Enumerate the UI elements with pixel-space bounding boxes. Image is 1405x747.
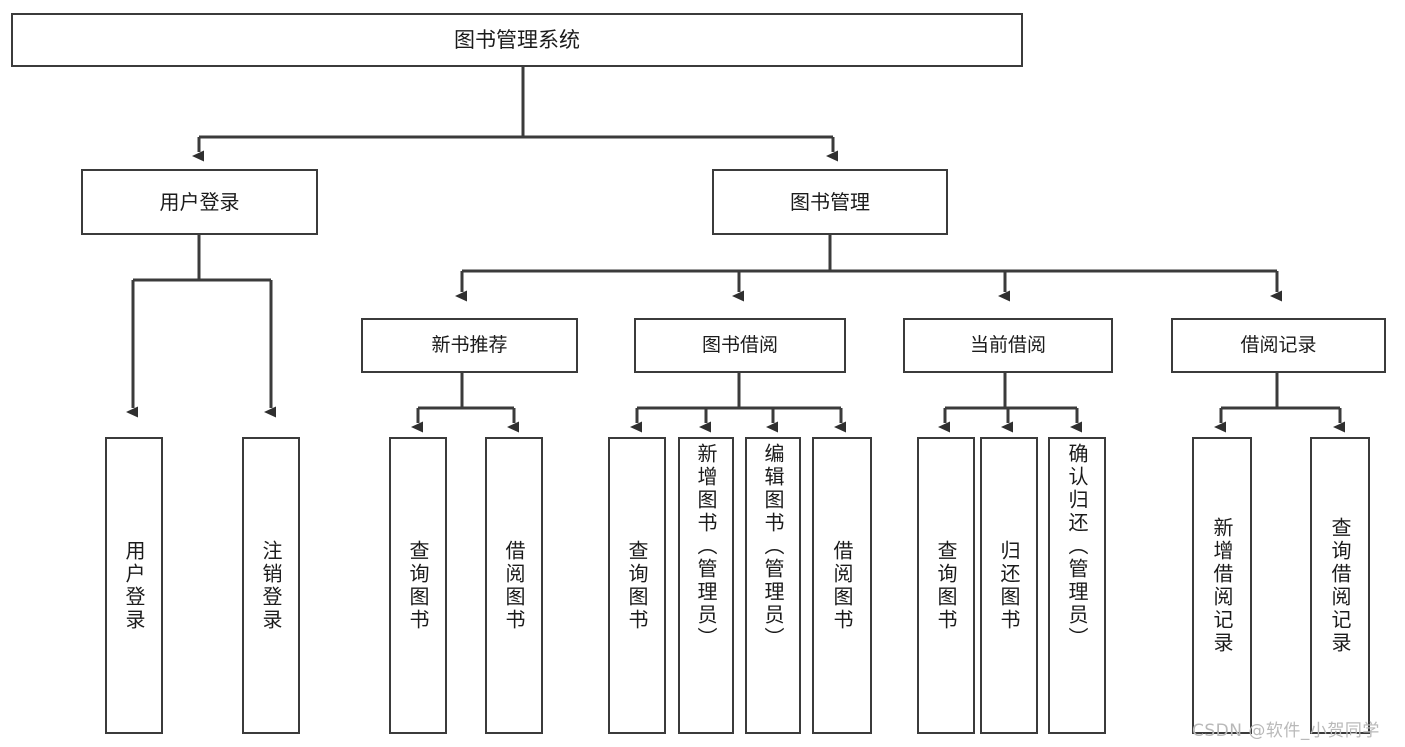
leaf-new-book-query-label: 查询图书 — [406, 539, 430, 632]
leaf-new-book-borrow[interactable]: 借阅图书 — [485, 437, 543, 734]
leaf-current-borrow-return-label: 归还图书 — [997, 539, 1021, 632]
leaf-book-borrow-borrow[interactable]: 借阅图书 — [812, 437, 872, 734]
leaf-book-borrow-edit[interactable]: 编辑图书（管理员） — [745, 437, 801, 734]
node-root-label: 图书管理系统 — [454, 27, 580, 52]
node-book-borrow-label: 图书借阅 — [701, 334, 778, 356]
leaf-user-login-logout[interactable]: 注销登录 — [242, 437, 300, 734]
node-book-management-label: 图书管理 — [790, 190, 870, 214]
leaf-borrow-record-add-label: 新增借阅记录 — [1210, 516, 1234, 655]
leaf-current-borrow-query[interactable]: 查询图书 — [917, 437, 975, 734]
node-new-book-recommend-label: 新书推荐 — [431, 334, 508, 356]
leaf-borrow-record-query[interactable]: 查询借阅记录 — [1310, 437, 1370, 734]
leaf-new-book-borrow-label: 借阅图书 — [502, 539, 526, 632]
leaf-book-borrow-add-label: 新增图书（管理员） — [694, 443, 718, 650]
leaf-user-login-logout-label: 注销登录 — [259, 539, 283, 632]
leaf-book-borrow-borrow-label: 借阅图书 — [830, 539, 854, 632]
leaf-book-borrow-add[interactable]: 新增图书（管理员） — [678, 437, 734, 734]
node-root[interactable]: 图书管理系统 — [11, 13, 1023, 67]
node-current-borrow-label: 当前借阅 — [969, 334, 1046, 356]
node-user-login-label: 用户登录 — [159, 190, 240, 214]
node-book-borrow[interactable]: 图书借阅 — [634, 318, 846, 373]
leaf-book-borrow-query-label: 查询图书 — [625, 539, 649, 632]
leaf-current-borrow-query-label: 查询图书 — [934, 539, 958, 632]
leaf-book-borrow-query[interactable]: 查询图书 — [608, 437, 666, 734]
node-user-login[interactable]: 用户登录 — [81, 169, 318, 235]
leaf-borrow-record-query-label: 查询借阅记录 — [1328, 516, 1352, 655]
watermark-text: CSDN @软件_小贺同学 — [1192, 721, 1380, 741]
leaf-user-login-login[interactable]: 用户登录 — [105, 437, 163, 734]
node-book-management[interactable]: 图书管理 — [712, 169, 948, 235]
node-borrow-record[interactable]: 借阅记录 — [1171, 318, 1386, 373]
leaf-book-borrow-edit-label: 编辑图书（管理员） — [761, 443, 785, 650]
leaf-current-borrow-confirm[interactable]: 确认归还（管理员） — [1048, 437, 1106, 734]
leaf-current-borrow-confirm-label: 确认归还（管理员） — [1065, 443, 1089, 650]
node-current-borrow[interactable]: 当前借阅 — [903, 318, 1113, 373]
leaf-new-book-query[interactable]: 查询图书 — [389, 437, 447, 734]
leaf-borrow-record-add[interactable]: 新增借阅记录 — [1192, 437, 1252, 734]
node-borrow-record-label: 借阅记录 — [1240, 334, 1317, 356]
leaf-current-borrow-return[interactable]: 归还图书 — [980, 437, 1038, 734]
node-new-book-recommend[interactable]: 新书推荐 — [361, 318, 578, 373]
leaf-user-login-login-label: 用户登录 — [122, 539, 146, 632]
